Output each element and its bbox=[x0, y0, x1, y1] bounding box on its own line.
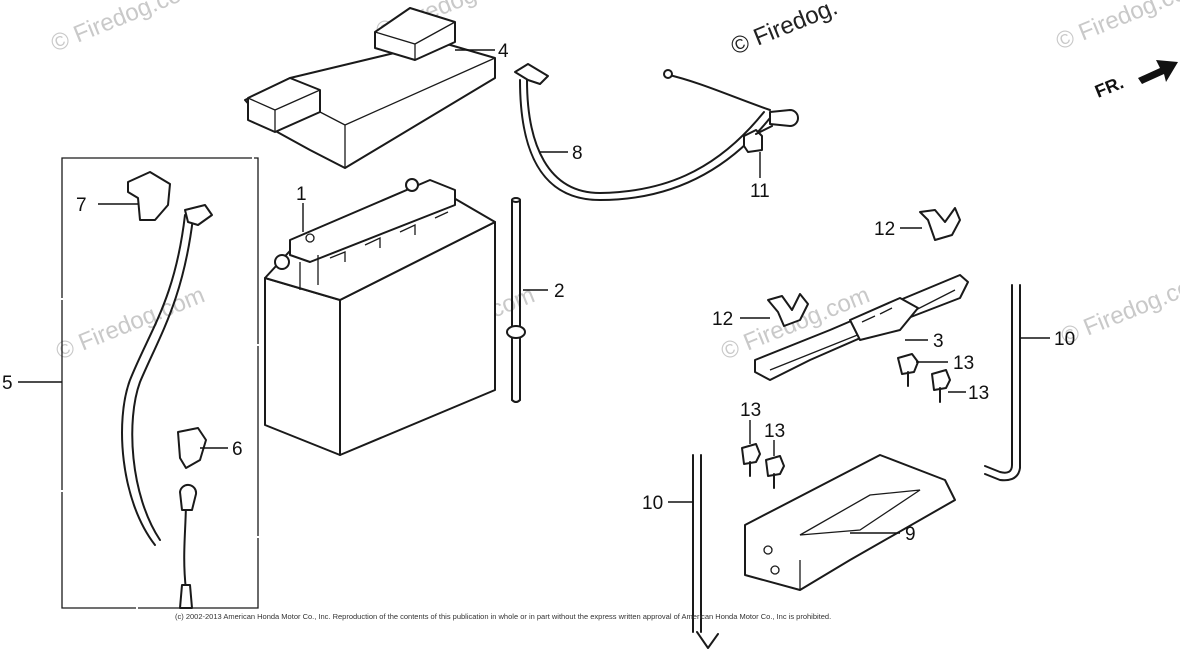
part-4-battery-cover bbox=[244, 7, 496, 169]
part-12-wing-nuts bbox=[767, 207, 961, 327]
callout-13-d: 13 bbox=[764, 421, 785, 442]
part-9-lower-holder bbox=[744, 454, 956, 591]
part-5-positive-cable-group bbox=[61, 157, 259, 609]
part-8-negative-cable bbox=[514, 63, 799, 201]
callout-1: 1 bbox=[296, 184, 307, 205]
callout-4: 4 bbox=[498, 41, 509, 62]
watermarks: © Firedog.com © Firedog.com © Firedog. ©… bbox=[47, 0, 1180, 366]
callout-10-right: 10 bbox=[1054, 329, 1075, 350]
part-2-breather-tube bbox=[506, 197, 526, 403]
part-1-battery bbox=[264, 178, 496, 456]
callout-3: 3 bbox=[933, 331, 944, 352]
callout-13-b: 13 bbox=[968, 383, 989, 404]
part-6-terminal-cap bbox=[177, 427, 207, 469]
callout-12-top: 12 bbox=[874, 219, 895, 240]
front-direction-arrow: FR. bbox=[1092, 60, 1178, 102]
part-11-bolt bbox=[743, 125, 773, 153]
leader-lines bbox=[18, 49, 1050, 534]
callout-9: 9 bbox=[905, 524, 916, 545]
callout-13-a: 13 bbox=[953, 353, 974, 374]
callout-6: 6 bbox=[232, 439, 243, 460]
callout-2: 2 bbox=[554, 281, 565, 302]
watermark-dark: © Firedog. bbox=[727, 0, 841, 61]
part-13-bolts bbox=[741, 353, 951, 489]
callout-8: 8 bbox=[572, 143, 583, 164]
arrow-icon bbox=[1138, 60, 1178, 84]
watermark: © Firedog.com bbox=[1052, 0, 1180, 56]
callout-7: 7 bbox=[76, 195, 87, 216]
callout-12-middle: 12 bbox=[712, 309, 733, 330]
callout-labels: 1 2 3 4 5 6 7 8 9 10 10 11 12 12 13 13 1… bbox=[2, 41, 1075, 545]
watermark: © Firedog.com bbox=[47, 0, 203, 58]
part-3-upper-holder-plate bbox=[754, 274, 969, 381]
callout-5: 5 bbox=[2, 373, 13, 394]
watermark: © Firedog.com bbox=[1057, 266, 1180, 350]
watermark: © Firedog.com bbox=[52, 281, 208, 365]
callout-10-left: 10 bbox=[642, 493, 663, 514]
callout-11: 11 bbox=[750, 181, 770, 202]
part-10-holder-rods bbox=[692, 284, 1021, 649]
fr-label: FR. bbox=[1092, 72, 1126, 101]
copyright-notice: (c) 2002-2013 American Honda Motor Co., … bbox=[175, 612, 831, 621]
part-7-terminal-cover bbox=[127, 171, 171, 221]
callout-13-c: 13 bbox=[740, 400, 761, 421]
